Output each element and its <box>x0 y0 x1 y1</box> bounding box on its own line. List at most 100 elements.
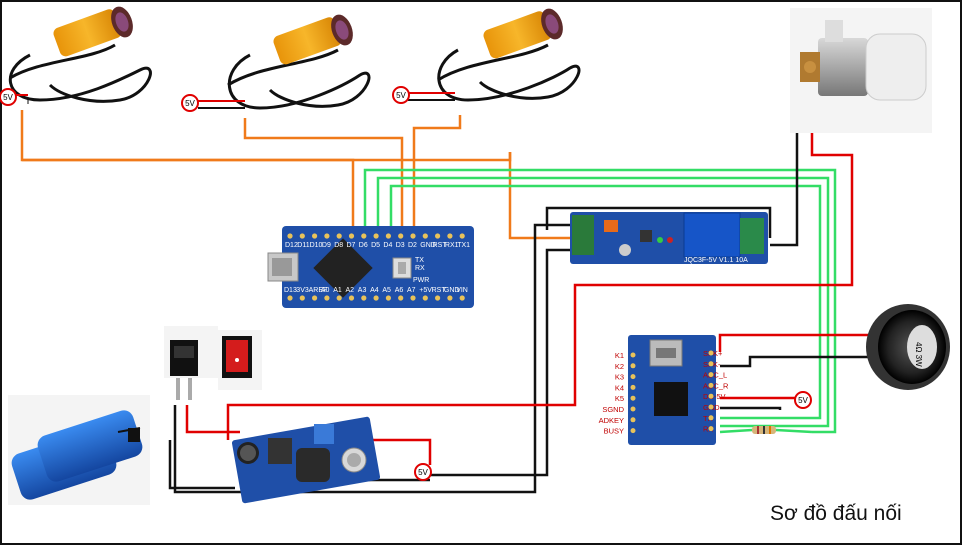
arduino-pin-label-d13: D13 <box>284 287 297 294</box>
voltage-tag-5v: 5V <box>181 94 199 112</box>
red-wires <box>140 88 873 465</box>
orange-relay-signal-wire <box>22 152 512 162</box>
arduino-pin-hole <box>422 295 428 301</box>
arduino-pin-hole <box>459 295 465 301</box>
diagram-caption: Sơ đồ đấu nối <box>770 502 902 525</box>
arduino-pin-hole <box>435 295 441 301</box>
arduino-pin-hole <box>361 233 367 239</box>
speaker-rating-label: 4Ω 3W <box>914 342 923 367</box>
mp3-pin-hole <box>708 415 714 421</box>
mp3-pin-hole <box>708 404 714 410</box>
arduino-pin-hole <box>410 233 416 239</box>
rx-resistor <box>719 426 813 434</box>
voltage-tag-5v: 5V <box>0 88 17 106</box>
arduino-pin-label-d6: D6 <box>359 242 368 249</box>
green-serial-wires <box>363 168 837 434</box>
voltage-tags: 5V 5V 5V 5V 5V <box>0 86 812 481</box>
mp3-pin-dc5v: DC-5V <box>703 392 726 401</box>
mp3-pin-hole <box>630 406 636 412</box>
battery-pack <box>8 395 150 505</box>
arduino-pin-label-d7: D7 <box>347 242 356 249</box>
mp3-pin-hole <box>630 384 636 390</box>
arduino-pin-hole <box>373 233 379 239</box>
mp3-pin-k1: K1 <box>615 351 624 360</box>
arduino-pin-hole <box>459 233 465 239</box>
voltage-tag-text: 5V <box>798 396 808 405</box>
mp3-pin-hole <box>708 372 714 378</box>
mp3-pin-hole <box>630 417 636 423</box>
arduino-pin-label-d8: D8 <box>334 242 343 249</box>
arduino-pin-label-d5: D5 <box>371 242 380 249</box>
voltage-tag-text: 5V <box>418 468 428 477</box>
voltage-tag-text: 5V <box>396 91 406 100</box>
mp3-pin-k2: K2 <box>615 362 624 371</box>
ir-sensor-3 <box>437 8 581 102</box>
arduino-pin-hole <box>422 233 428 239</box>
sensor-power-leads <box>12 92 455 109</box>
arduino-pin-label-a2: A2 <box>346 287 355 294</box>
arduino-pin-hole <box>287 233 293 239</box>
arduino-pin-hole <box>324 295 330 301</box>
voltage-tag-5v: 5V <box>794 391 812 409</box>
arduino-pin-label-rst: RST <box>432 287 447 294</box>
voltage-tag-text: 5V <box>185 99 195 108</box>
arduino-pin-hole <box>385 233 391 239</box>
arduino-pin-hole <box>336 233 342 239</box>
ir-sensor-1 <box>8 6 152 104</box>
buck-converter <box>231 416 381 504</box>
voltage-tag-text: 5V <box>3 93 13 102</box>
arduino-pin-hole <box>398 233 404 239</box>
mp3-pin-sgnd: SGND <box>602 405 624 414</box>
mp3-pin-hole <box>708 361 714 367</box>
water-pump-motor <box>790 8 932 133</box>
arduino-pin-label-rst: RST <box>433 242 448 249</box>
arduino-rx-led-label: RX <box>415 265 425 272</box>
arduino-tx-led-label: TX <box>415 257 424 264</box>
arduino-pin-label-gnd: GND <box>444 287 460 294</box>
mp3-pin-hole <box>708 393 714 399</box>
mp3-pin-adcl: ADC_L <box>703 371 727 380</box>
arduino-pin-label-tx1: TX1 <box>457 242 470 249</box>
voltage-tag-5v: 5V <box>414 463 432 481</box>
mp3-pin-k3: K3 <box>615 373 624 382</box>
arduino-pin-hole <box>435 233 441 239</box>
arduino-pin-hole <box>348 233 355 239</box>
arduino-pin-label-5v: +5V <box>419 287 432 294</box>
arduino-pin-hole <box>324 233 330 239</box>
arduino-nano <box>267 226 474 308</box>
mp3-pin-busy: BUSY <box>604 427 624 436</box>
ir-sensor-2 <box>227 14 371 110</box>
arduino-pin-label-a7: A7 <box>407 287 416 294</box>
mp3-pin-hole <box>630 352 636 358</box>
arduino-pin-hole <box>299 295 305 301</box>
mp3-pin-hole <box>708 350 714 356</box>
arduino-pin-label-d10: D10 <box>310 242 323 249</box>
arduino-pin-label-a0: A0 <box>321 287 330 294</box>
arduino-pin-label-rx1: RX1 <box>445 242 459 249</box>
arduino-pin-label-d4: D4 <box>383 242 392 249</box>
arduino-pin-hole <box>373 295 379 301</box>
arduino-pin-label-a6: A6 <box>395 287 404 294</box>
arduino-pin-hole <box>312 233 318 239</box>
mp3-pin-rx: RX <box>703 425 713 434</box>
black-wires <box>168 88 873 494</box>
arduino-pin-label-d2: D2 <box>408 242 417 249</box>
mp3-pin-hole <box>630 395 636 401</box>
mp3-pin-k5: K5 <box>615 394 624 403</box>
voltage-tag-5v: 5V <box>392 86 410 104</box>
arduino-pin-hole <box>398 295 404 301</box>
arduino-pin-label-a5: A5 <box>382 287 391 294</box>
arduino-pin-hole <box>287 295 293 301</box>
arduino-pin-label-a1: A1 <box>333 287 342 294</box>
arduino-pin-label-d9: D9 <box>322 242 331 249</box>
speaker: 4Ω 3W <box>866 304 950 390</box>
arduino-pin-hole <box>348 295 355 301</box>
power-switch <box>164 326 218 400</box>
arduino-pin-hole <box>299 233 305 239</box>
